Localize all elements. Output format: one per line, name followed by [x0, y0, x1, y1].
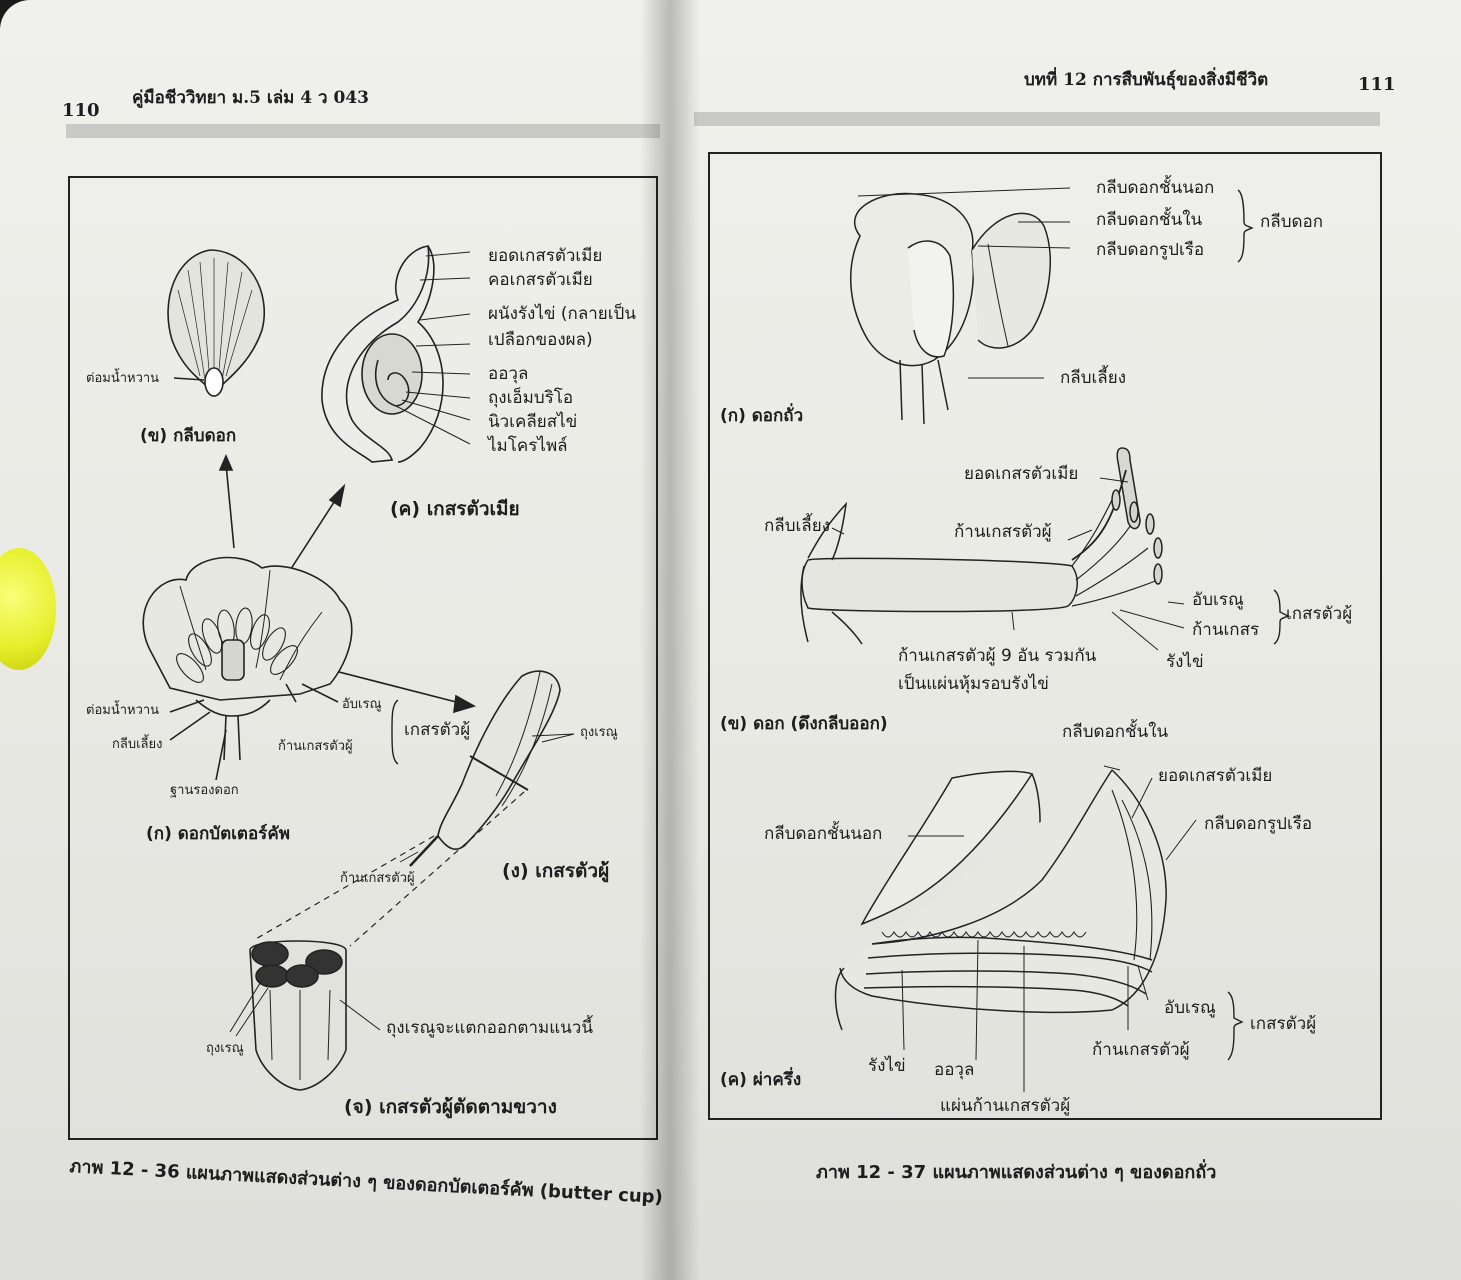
caption-pea-half: (ค) ผ่าครึ่ง	[720, 1070, 802, 1090]
label-flower-receptacle: ฐานรองดอก	[170, 783, 239, 798]
label-b-anther: อับเรณู	[1192, 590, 1244, 610]
label-pollen-sac: ถุงเรณู	[580, 725, 618, 740]
label-a-sepal: กลีบเลี้ยง	[1060, 368, 1126, 388]
right-figure-caption: ภาพ 12 - 37 แผนภาพแสดงส่วนต่าง ๆ ของดอกถ…	[816, 1162, 1217, 1183]
right-page-number: 111	[1358, 74, 1396, 95]
label-b-fused-2: เป็นแผ่นหุ้มรอบรังไข่	[898, 674, 1049, 694]
label-cross-split-line: ถุงเรณูจะแตกออกตามแนวนี้	[386, 1018, 593, 1038]
label-c-filament: ก้านเกสรตัวผู้	[1092, 1040, 1190, 1060]
label-a-standard: กลีบดอกชั้นนอก	[1096, 178, 1215, 198]
right-figure-frame	[708, 152, 1382, 1120]
left-running-title: คู่มือชีววิทยา ม.5 เล่ม 4 ว 043	[132, 88, 369, 108]
label-a-petal-group: กลีบดอก	[1260, 212, 1324, 232]
buttercup-flower-drawing	[142, 556, 399, 781]
label-c-stamen-group: เกสรตัวผู้	[1250, 1014, 1317, 1034]
label-b-filament: ก้านเกสรตัวผู้	[954, 522, 1052, 542]
label-stigma: ยอดเกสรตัวเมีย	[488, 246, 603, 266]
pistil-drawing	[321, 245, 471, 463]
label-embryo-sac: ถุงเอ็มบริโอ	[488, 388, 574, 408]
label-flower-anther: อับเรณู	[342, 697, 382, 712]
label-b-stigma: ยอดเกสรตัวเมีย	[964, 464, 1079, 484]
label-b-sepal: กลีบเลี้ยง	[764, 516, 830, 536]
label-ovary-wall-1: ผนังรังไข่ (กลายเป็น	[488, 304, 636, 324]
label-c-anther: อับเรณู	[1164, 998, 1216, 1018]
label-c-ovary: รังไข่	[868, 1056, 906, 1076]
left-figure-frame	[68, 176, 658, 1140]
label-b-ovary: รังไข่	[1166, 652, 1204, 672]
left-header-bar	[66, 124, 660, 138]
anther-cross-section-drawing	[229, 940, 381, 1091]
label-c-sheet: แผ่นก้านเกสรตัวผู้	[940, 1096, 1071, 1116]
caption-petal: (ข) กลีบดอก	[140, 426, 237, 446]
label-micropyle: ไมโครไพล์	[488, 436, 568, 456]
label-stamen-filament: ก้านเกสรตัวผู้	[340, 871, 415, 886]
pea-dissected-drawing	[800, 447, 1290, 651]
label-c-stigma: ยอดเกสรตัวเมีย	[1158, 766, 1273, 786]
label-c-standard: กลีบดอกชั้นนอก	[764, 824, 883, 844]
caption-pea-flower: (ก) ดอกถั่ว	[720, 406, 804, 426]
label-a-wing: กลีบดอกชั้นใน	[1096, 210, 1203, 230]
label-b-fused-1: ก้านเกสรตัวผู้ 9 อัน รวมกัน	[898, 646, 1097, 666]
caption-pistil: (ค) เกสรตัวเมีย	[390, 498, 520, 520]
stamen-drawing	[399, 670, 575, 867]
petal-drawing	[167, 249, 266, 397]
label-ovule: ออวุล	[488, 364, 529, 384]
label-flower-sepal: กลีบเลี้ยง	[112, 737, 163, 752]
left-page: 110 คู่มือชีววิทยา ม.5 เล่ม 4 ว 043	[0, 0, 672, 1280]
pea-flower-drawing	[850, 187, 1254, 425]
caption-stamen: (ง) เกสรตัวผู้	[502, 860, 610, 882]
label-petal-nectary: ต่อมน้ำหวาน	[86, 371, 160, 386]
label-b-stamen-group: เกสรตัวผู้	[1286, 604, 1353, 624]
label-egg-nucleus: นิวเคลียสไข่	[488, 412, 578, 432]
label-a-keel: กลีบดอกรูปเรือ	[1096, 240, 1205, 260]
buttercup-drawings	[142, 245, 575, 1091]
pea-flower-drawings	[800, 187, 1290, 1092]
right-header-bar	[694, 112, 1380, 126]
label-flower-nectary: ต่อมน้ำหวาน	[86, 703, 160, 718]
left-page-number: 110	[62, 100, 100, 121]
pea-half-section-drawing	[834, 765, 1244, 1092]
right-page: บทที่ 12 การสืบพันธุ์ของสิ่งมีชีวิต 111	[672, 0, 1461, 1280]
label-ovary-wall-2: เปลือกของผล)	[488, 330, 593, 350]
right-running-title: บทที่ 12 การสืบพันธุ์ของสิ่งมีชีวิต	[1024, 70, 1269, 90]
label-flower-filament: ก้านเกสรตัวผู้	[278, 739, 353, 754]
label-c-keel: กลีบดอกรูปเรือ	[1204, 814, 1313, 834]
label-style: คอเกสรตัวเมีย	[488, 270, 593, 290]
label-c-wing: กลีบดอกชั้นใน	[1062, 722, 1169, 742]
label-cross-pollen-sac: ถุงเรณู	[206, 1041, 244, 1056]
label-b-filament-2: ก้านเกสร	[1192, 620, 1260, 640]
caption-pea-dissected: (ข) ดอก (ดึงกลีบออก)	[720, 714, 888, 734]
caption-buttercup-flower: (ก) ดอกบัตเตอร์คัพ	[146, 824, 290, 844]
label-flower-stamen-group: เกสรตัวผู้	[404, 720, 471, 740]
label-c-ovule: ออวุล	[934, 1060, 975, 1080]
caption-cross-section: (จ) เกสรตัวผู้ตัดตามขวาง	[344, 1096, 557, 1118]
